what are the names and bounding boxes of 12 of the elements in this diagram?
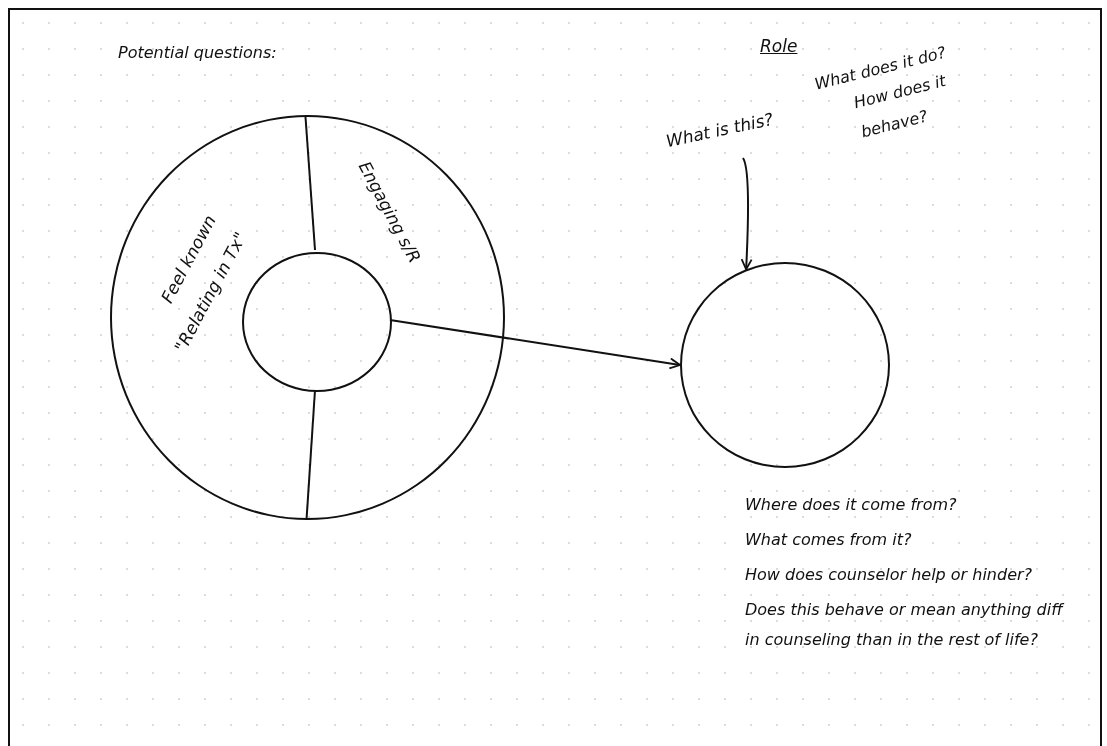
arrow [740, 157, 753, 271]
note-text: Does this behave or mean anything diff in counseling than in the rest of life? [745, 599, 1066, 652]
circle [680, 262, 890, 468]
note-text: Potential questions: [118, 42, 277, 64]
note-text: What comes from it? [745, 529, 912, 551]
heading: Role [760, 35, 798, 58]
question-text: What is this? [664, 108, 775, 152]
note-text: How does counselor help or hinder? [745, 564, 1033, 586]
circle [242, 252, 392, 392]
circle [110, 115, 505, 520]
note-text: Where does it come from? [745, 494, 957, 516]
arrow [389, 319, 681, 370]
